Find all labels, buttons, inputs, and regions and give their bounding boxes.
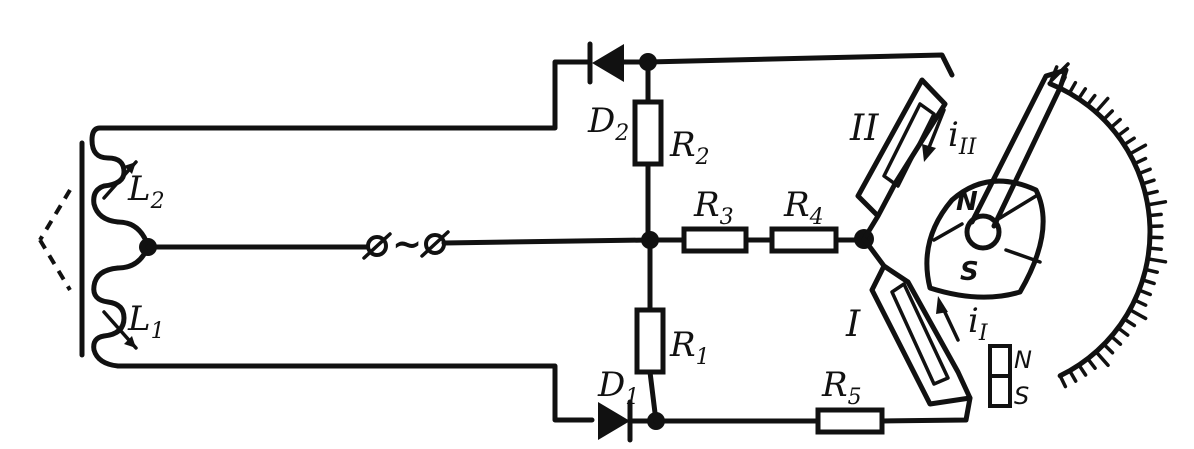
resistor-R3	[681, 226, 749, 254]
label-D1: D1	[597, 365, 639, 410]
scale-tick	[1140, 178, 1156, 186]
scale-tick	[1137, 167, 1152, 176]
scale-tick	[1094, 350, 1110, 368]
inductor-L1	[91, 265, 138, 369]
diode-D2	[587, 41, 624, 85]
scale-tick	[1127, 143, 1148, 156]
scale-tick	[1145, 200, 1168, 207]
scale-tick	[1132, 156, 1148, 166]
scale-tick	[1067, 80, 1078, 95]
scale-tick	[1145, 257, 1168, 264]
rotor	[924, 178, 1046, 300]
scale-tick	[1058, 374, 1068, 389]
scale-tick	[1101, 109, 1114, 122]
label-coil-II: II	[849, 108, 879, 149]
scale-tick	[1147, 246, 1163, 252]
scale-tick	[1143, 189, 1159, 196]
scale-tick	[1076, 87, 1088, 101]
scale-tick	[1077, 363, 1088, 377]
label-R4: R4	[783, 185, 824, 230]
label-R2: R2	[669, 125, 710, 170]
label-L1: L1	[127, 299, 165, 344]
resistor-R1	[634, 307, 666, 375]
label-R3: R3	[693, 185, 734, 230]
label-current-II: iII	[948, 115, 978, 160]
label-rotor-S: S	[960, 257, 979, 287]
scale-tick	[1143, 267, 1159, 274]
scale-tick	[1058, 75, 1067, 90]
meter-scale	[1047, 65, 1168, 389]
label-rotor-N: N	[956, 187, 978, 217]
label-magnet-S: S	[1014, 382, 1029, 410]
coil-I	[861, 236, 973, 407]
scale-tick	[1133, 298, 1148, 307]
resistor-R2	[632, 99, 664, 167]
scale-tick	[1085, 93, 1097, 107]
scale-tick	[1094, 96, 1110, 114]
ac-tilde: ~	[392, 224, 422, 265]
scale-tick	[1122, 136, 1136, 147]
scale-tick	[1067, 368, 1078, 383]
scale-tick	[1102, 342, 1115, 355]
label-R1: R1	[669, 325, 710, 370]
scale-tick	[1116, 126, 1130, 138]
scale-tick	[1122, 317, 1137, 328]
resistor-R5	[815, 407, 885, 435]
label-magnet-N: N	[1014, 346, 1032, 374]
label-R5: R5	[821, 365, 862, 410]
label-D2: D2	[587, 101, 629, 146]
scale-tick	[1137, 288, 1153, 297]
scale-tick	[1109, 334, 1123, 346]
scale-tick	[1048, 65, 1059, 86]
label-L2: L2	[127, 169, 165, 214]
resistor-R4	[769, 226, 839, 254]
scale-tick	[1128, 307, 1148, 321]
scale-tick	[1116, 326, 1130, 337]
scale-tick	[1109, 117, 1122, 130]
scale-arc	[1047, 81, 1153, 379]
coil-II	[855, 77, 948, 242]
inductor-L2	[89, 125, 138, 225]
meter-pointer	[969, 62, 1070, 229]
bar-magnet	[988, 344, 1012, 408]
scale-tick	[1140, 278, 1156, 286]
ac-terminal-left	[362, 232, 392, 260]
scale-tick	[1085, 356, 1097, 370]
transformer-core	[38, 140, 85, 358]
label-current-I: iI	[968, 301, 989, 346]
scale-tick	[1147, 212, 1163, 218]
label-coil-I: I	[845, 304, 861, 345]
